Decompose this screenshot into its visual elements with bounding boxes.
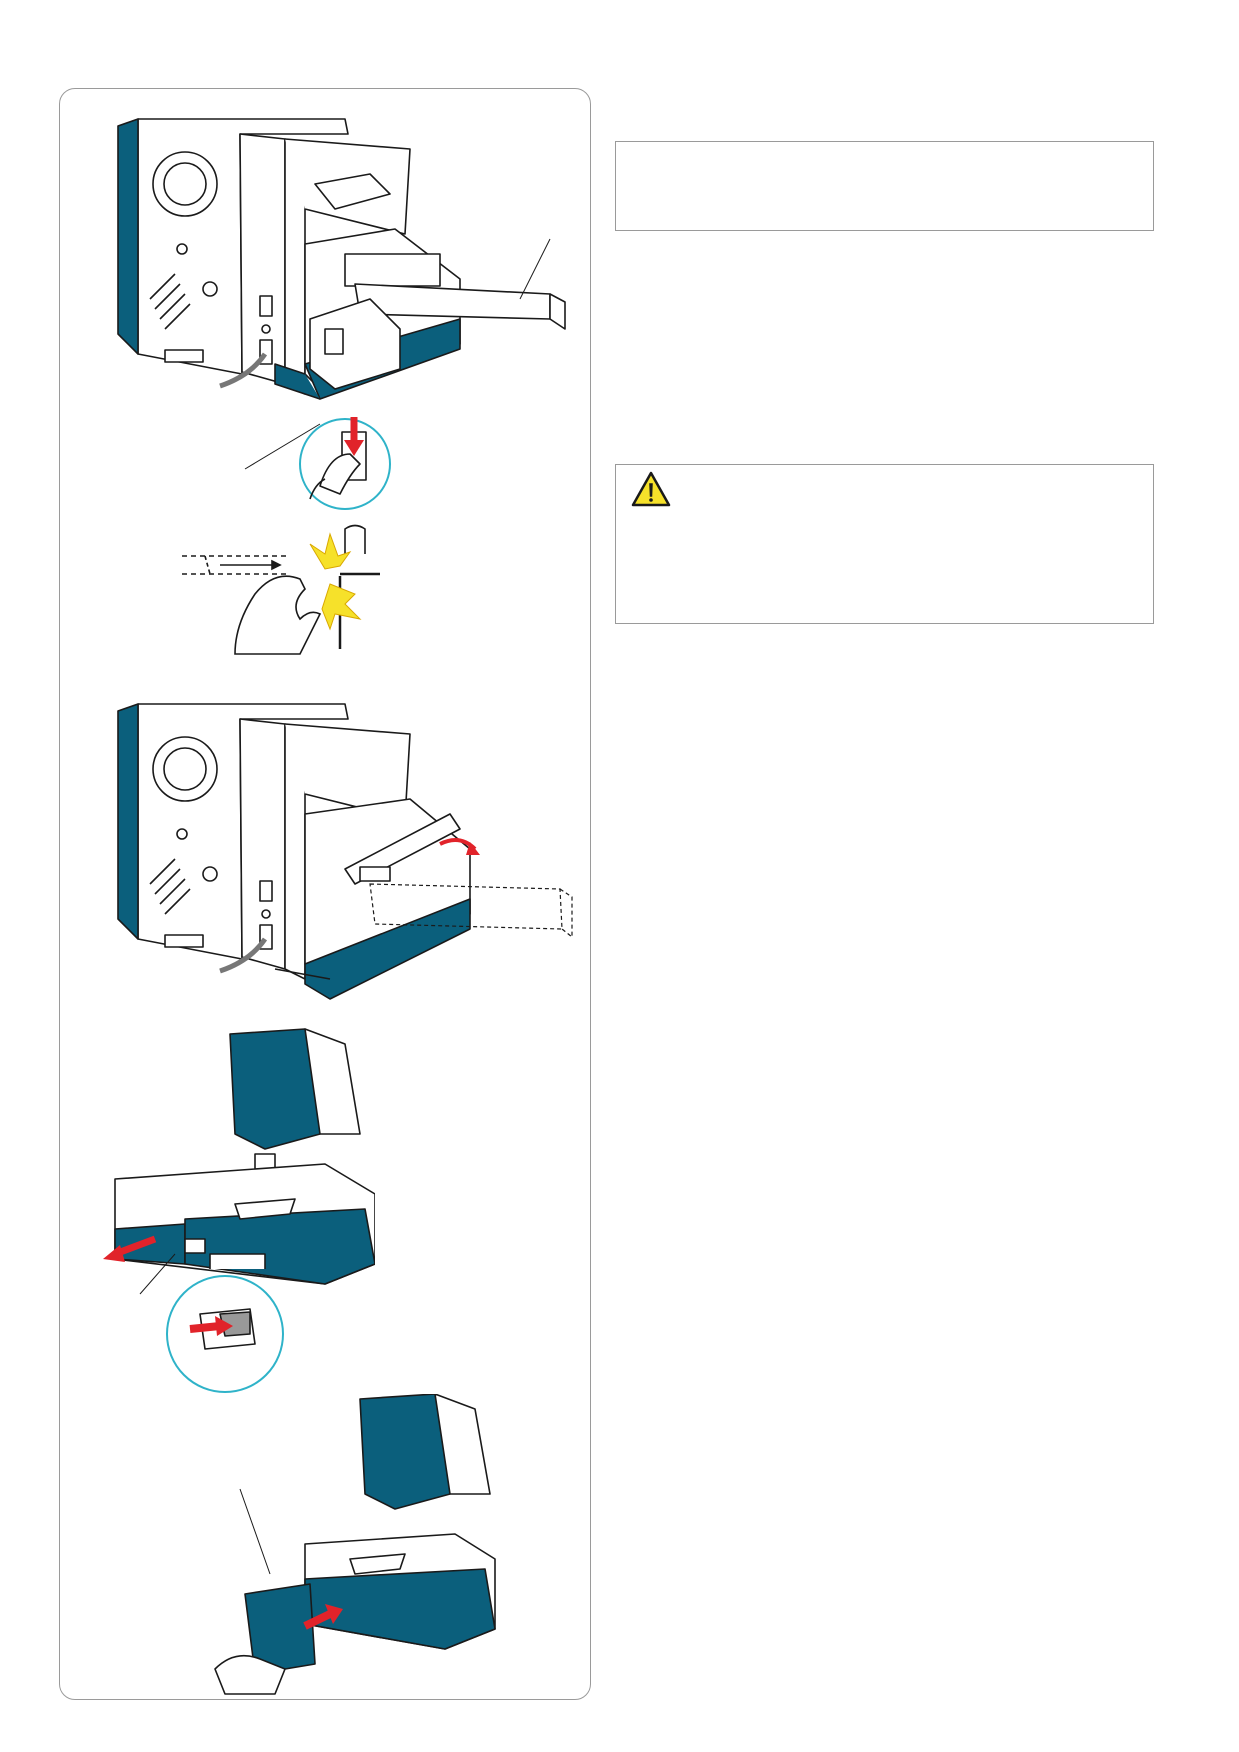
illustration-panel bbox=[59, 88, 591, 1700]
machine-rear-arm-folded-illustration bbox=[117, 703, 573, 1000]
free-arm-release-illustration bbox=[103, 1028, 375, 1393]
warning-triangle-icon bbox=[631, 471, 671, 507]
machine-rear-arm-extended-illustration bbox=[117, 118, 566, 510]
caution-box bbox=[615, 464, 1154, 624]
finger-pinch-hazard-illustration bbox=[182, 524, 380, 655]
note-box bbox=[615, 141, 1154, 231]
accessory-table-attach-illustration bbox=[214, 1394, 496, 1695]
